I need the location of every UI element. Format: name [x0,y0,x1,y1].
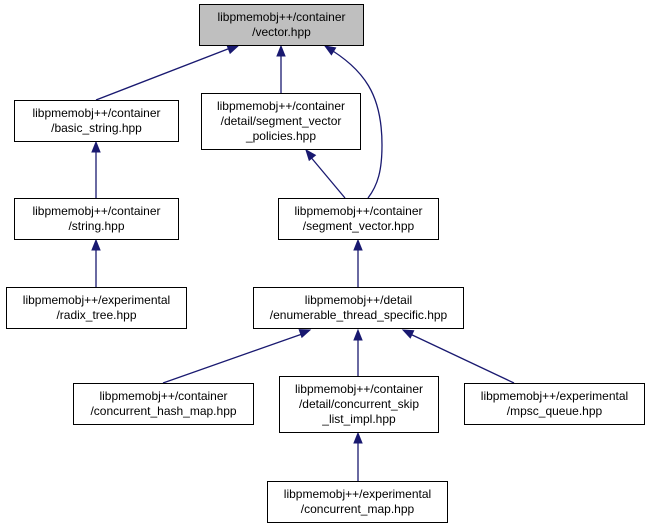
edge-segment-vector-to-vector-arrowhead [323,45,337,56]
node-concurrent-map-hpp[interactable]: libpmemobj++/experimental /concurrent_ma… [267,481,448,523]
node-enumerable-thread-specific-hpp[interactable]: libpmemobj++/detail /enumerable_thread_s… [253,287,464,329]
edge-segment-vector-to-vector [324,45,383,199]
node-concurrent-skip-list-impl-hpp[interactable]: libpmemobj++/container /detail/concurren… [279,376,439,433]
node-radix-tree-hpp[interactable]: libpmemobj++/experimental /radix_tree.hp… [6,287,187,329]
node-segment-vector-hpp[interactable]: libpmemobj++/container /segment_vector.h… [278,198,439,240]
edge-concurrent-map-to-skip-list-arrowhead [353,431,363,444]
edge-string-to-basic-string-arrowhead [91,140,101,153]
edge-segment-vector-to-policies [308,154,346,199]
edge-radix-tree-to-string-arrowhead [91,238,101,251]
edge-segment-vector-to-policies-arrowhead [305,148,317,162]
node-vector-hpp: libpmemobj++/container /vector.hpp [199,4,364,46]
edge-mpsc-queue-to-enumerable [407,332,515,384]
edge-enumerable-to-segment-vector-arrowhead [353,238,363,251]
node-basic-string-hpp[interactable]: libpmemobj++/container /basic_string.hpp [14,100,179,142]
edge-skip-list-to-enumerable-arrowhead [353,328,363,341]
edge-mpsc-queue-to-enumerable-arrowhead [401,329,415,339]
node-concurrent-hash-map-hpp[interactable]: libpmemobj++/container /concurrent_hash_… [73,383,254,425]
edge-basic-string-to-vector-arrowhead [226,45,240,55]
edge-hash-map-to-enumerable-arrowhead [298,329,312,339]
edge-segment-vector-policies-to-vector-arrowhead [276,44,286,57]
edge-basic-string-to-vector [95,46,234,101]
node-segment-vector-policies-hpp[interactable]: libpmemobj++/container /detail/segment_v… [201,93,361,150]
edge-hash-map-to-enumerable [162,332,306,384]
node-mpsc-queue-hpp[interactable]: libpmemobj++/experimental /mpsc_queue.hp… [464,383,645,425]
node-string-hpp[interactable]: libpmemobj++/container /string.hpp [14,198,179,240]
